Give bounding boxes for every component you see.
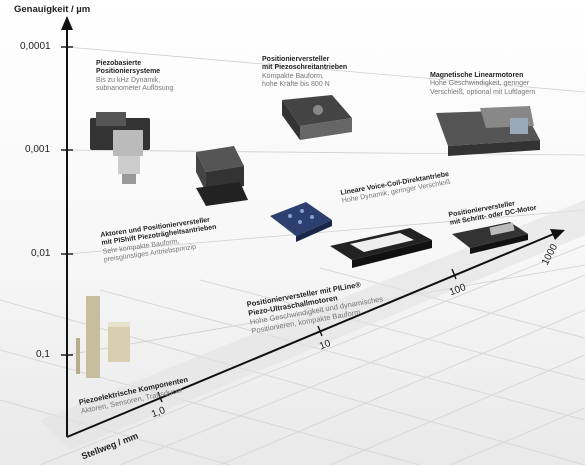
y-axis-title: Genauigkeit / µm xyxy=(14,4,91,15)
dc-motor-stage-image xyxy=(452,222,528,254)
pilne-frame-stage-image xyxy=(330,228,432,268)
pishift-stage-image xyxy=(196,146,248,206)
category-label-piezo-stepper: Positionierversteller mit Piezoschreitan… xyxy=(262,56,348,89)
category-label-magnetic-linear: Magnetische Linearmotoren Hohe Geschwind… xyxy=(430,72,536,96)
y-tick-label: 0,01 xyxy=(31,248,51,259)
y-tick-label: 0,1 xyxy=(36,349,50,360)
voice-coil-stage-image xyxy=(270,202,332,242)
piezo-stepper-stage-image xyxy=(282,95,352,140)
y-tick-label: 0,0001 xyxy=(20,41,51,52)
piezo-stage-objective-image xyxy=(90,112,150,184)
piezo-components-image xyxy=(76,296,130,378)
y-tick-label: 0,001 xyxy=(25,144,51,155)
magnetic-linear-motor-image xyxy=(436,106,540,156)
category-label-piezo-systems: Piezobasierte Positioniersysteme Bis zu … xyxy=(96,60,174,93)
